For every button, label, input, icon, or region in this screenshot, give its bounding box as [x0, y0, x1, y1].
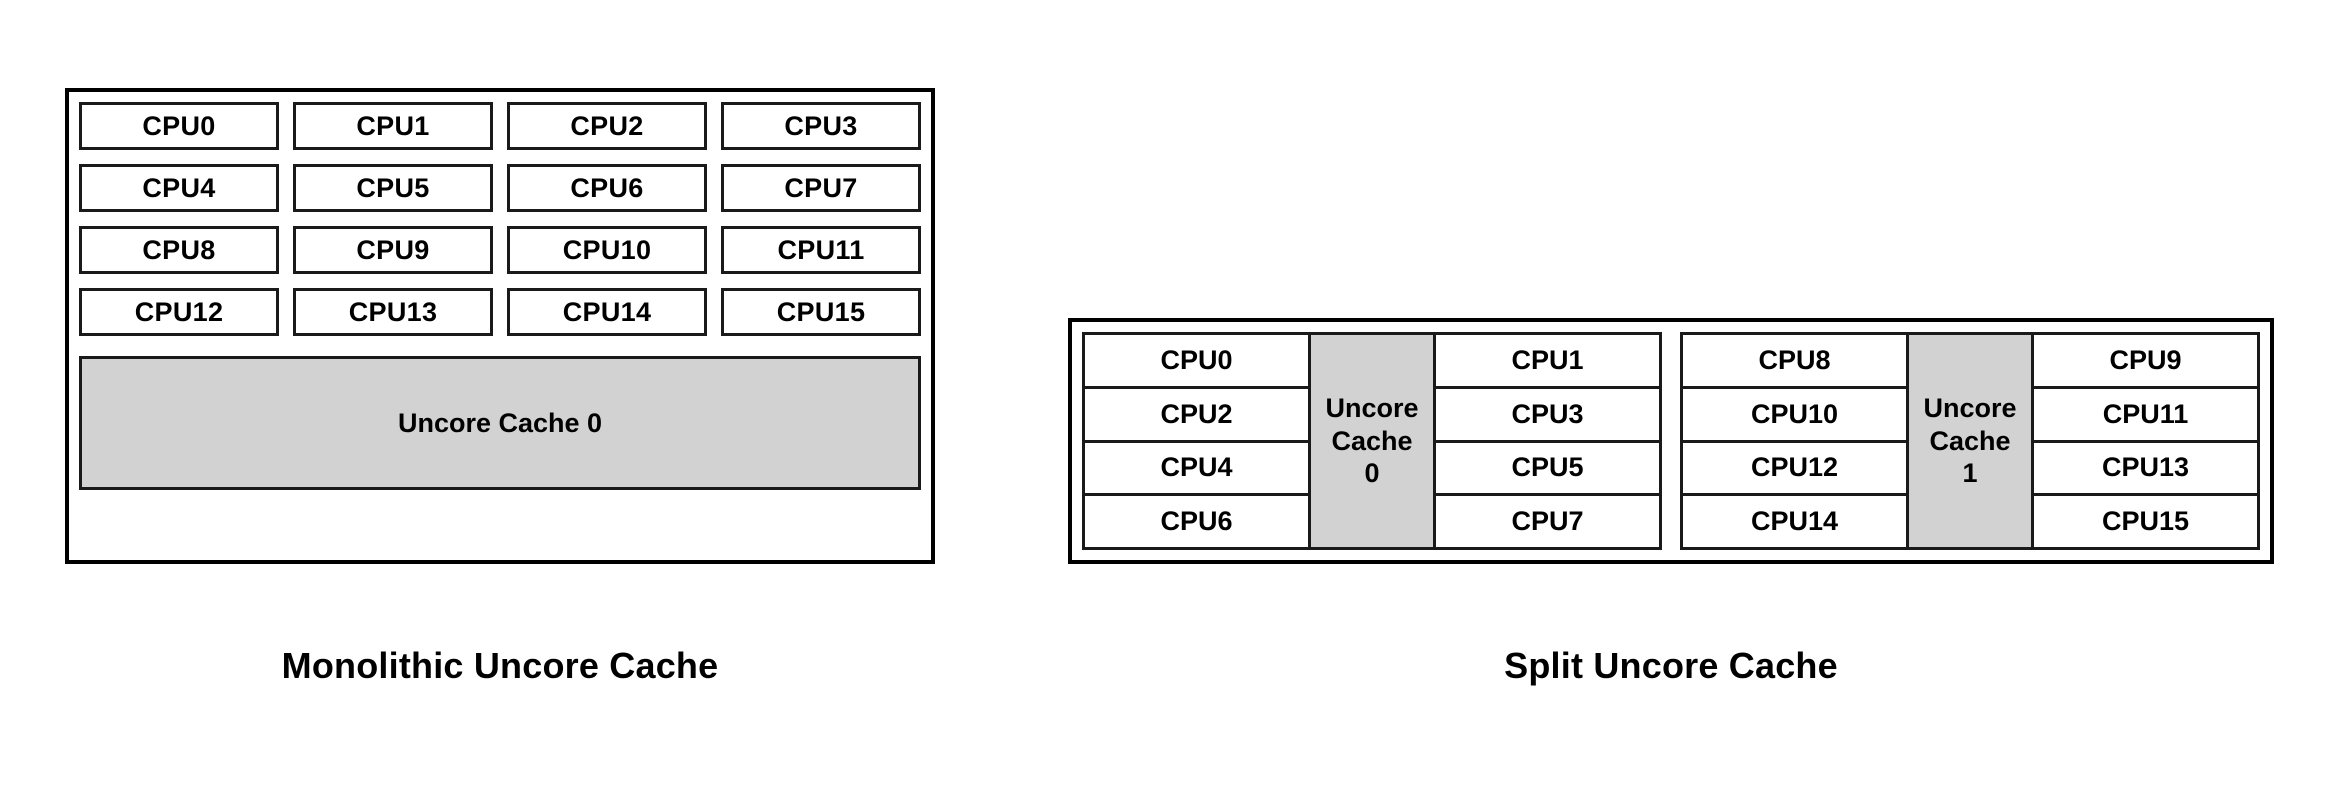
cpu-box: CPU2	[507, 102, 707, 150]
cpu-box: CPU7	[721, 164, 921, 212]
cpu-box: CPU8	[1683, 335, 1906, 389]
split-uncore-cache-figure: CPU0 CPU2 CPU4 CPU6 Uncore Cache 0 CPU1 …	[1068, 318, 2274, 564]
cpu-column-left: CPU8 CPU10 CPU12 CPU14	[1683, 335, 1906, 547]
cpu-box: CPU8	[79, 226, 279, 274]
cpu-box: CPU11	[2034, 388, 2257, 443]
uncore-cache-box: Uncore Cache 0	[1308, 335, 1436, 547]
cpu-box: CPU1	[293, 102, 493, 150]
split-groups-container: CPU0 CPU2 CPU4 CPU6 Uncore Cache 0 CPU1 …	[1082, 332, 2260, 550]
cpu-box: CPU4	[1085, 442, 1308, 497]
uncore-cache-line: 0	[1364, 458, 1380, 489]
cpu-box: CPU13	[293, 288, 493, 336]
cpu-box: CPU6	[1085, 496, 1308, 547]
cpu-box: CPU3	[1436, 388, 1659, 443]
cpu-box: CPU2	[1085, 388, 1308, 443]
split-group: CPU8 CPU10 CPU12 CPU14 Uncore Cache 1 CP…	[1680, 332, 2260, 550]
split-figure-caption: Split Uncore Cache	[1504, 645, 1838, 686]
cpu-box: CPU6	[507, 164, 707, 212]
uncore-cache-box: Uncore Cache 1	[1906, 335, 2034, 547]
cpu-box: CPU0	[1085, 335, 1308, 389]
cpu-box: CPU15	[721, 288, 921, 336]
cpu-column-right: CPU1 CPU3 CPU5 CPU7	[1436, 335, 1659, 547]
cpu-box: CPU0	[79, 102, 279, 150]
cpu-box: CPU9	[293, 226, 493, 274]
cpu-column-left: CPU0 CPU2 CPU4 CPU6	[1085, 335, 1308, 547]
uncore-cache-line: Cache	[1929, 425, 2011, 456]
uncore-cache-line: Cache	[1331, 425, 1413, 456]
uncore-cache-box: Uncore Cache 0	[79, 356, 921, 490]
uncore-cache-line: 1	[1962, 458, 1978, 489]
uncore-cache-line: Uncore	[1923, 392, 2017, 423]
cpu-row: CPU8 CPU9 CPU10 CPU11	[79, 226, 921, 274]
cpu-box: CPU12	[1683, 442, 1906, 497]
cpu-box: CPU10	[1683, 388, 1906, 443]
cpu-column-right: CPU9 CPU11 CPU13 CPU15	[2034, 335, 2257, 547]
cpu-box: CPU14	[507, 288, 707, 336]
monolithic-figure-caption: Monolithic Uncore Cache	[281, 645, 719, 686]
cpu-box: CPU15	[2034, 496, 2257, 547]
cpu-box: CPU10	[507, 226, 707, 274]
cpu-box: CPU4	[79, 164, 279, 212]
cpu-box: CPU7	[1436, 496, 1659, 547]
uncore-cache-line: Uncore	[1325, 392, 1419, 423]
monolithic-cpu-grid: CPU0 CPU1 CPU2 CPU3 CPU4 CPU5 CPU6 CPU7 …	[79, 102, 921, 336]
cpu-row: CPU0 CPU1 CPU2 CPU3	[79, 102, 921, 150]
cpu-box: CPU1	[1436, 335, 1659, 389]
cpu-row: CPU4 CPU5 CPU6 CPU7	[79, 164, 921, 212]
cpu-box: CPU3	[721, 102, 921, 150]
cpu-row: CPU12 CPU13 CPU14 CPU15	[79, 288, 921, 336]
split-group: CPU0 CPU2 CPU4 CPU6 Uncore Cache 0 CPU1 …	[1082, 332, 1662, 550]
cpu-box: CPU5	[1436, 442, 1659, 497]
cpu-box: CPU13	[2034, 442, 2257, 497]
cpu-box: CPU12	[79, 288, 279, 336]
cpu-box: CPU5	[293, 164, 493, 212]
cpu-box: CPU9	[2034, 335, 2257, 389]
cpu-box: CPU14	[1683, 496, 1906, 547]
monolithic-uncore-cache-figure: CPU0 CPU1 CPU2 CPU3 CPU4 CPU5 CPU6 CPU7 …	[65, 88, 935, 564]
cpu-box: CPU11	[721, 226, 921, 274]
